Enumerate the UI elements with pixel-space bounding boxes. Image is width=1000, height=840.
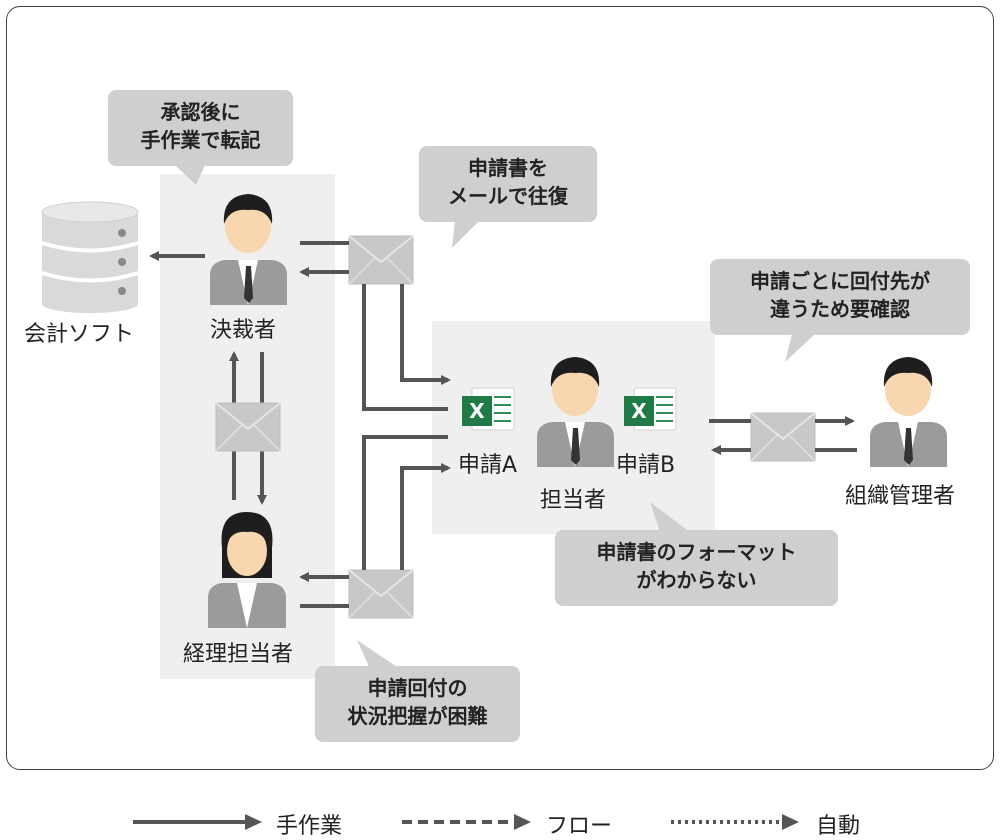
bubble-routing-check: 申請ごとに回付先が 違うため要確認: [710, 259, 970, 335]
envelope-icon: [750, 412, 816, 462]
label-request-a: 申請A: [458, 453, 518, 478]
legend-manual-label: 手作業: [276, 814, 343, 839]
excel-icon-letter: X: [469, 399, 485, 423]
database-icon: [41, 201, 139, 313]
manager-person-icon: [870, 357, 947, 467]
envelope-icon: [348, 235, 414, 285]
label-accountant: 経理担当者: [183, 642, 294, 667]
bubble-manual-transfer: 承認後に 手作業で転記: [108, 90, 293, 166]
excel-icon: X: [462, 387, 515, 431]
bubble-line: 状況把握が困難: [347, 704, 488, 728]
bubble-format-unknown: 申請書のフォーマット がわからない: [555, 530, 838, 606]
excel-icon-letter: X: [631, 399, 647, 423]
label-request-b: 申請B: [616, 453, 676, 478]
bubble-line: 違うため要確認: [770, 297, 910, 321]
applicant-person-icon: [537, 357, 614, 467]
legend-flow-label: フロー: [546, 814, 613, 839]
excel-icon: X: [624, 387, 677, 431]
label-accounting-software: 会計ソフト: [24, 322, 135, 347]
approver-person-icon: [210, 194, 287, 305]
bubble-line: がわからない: [636, 568, 757, 592]
bubble-line: 申請書を: [468, 156, 548, 180]
bubble-line: 申請ごとに回付先が: [750, 269, 930, 293]
bubble-line: 申請書のフォーマット: [596, 540, 797, 564]
label-approver: 決裁者: [210, 318, 277, 343]
bubble-line: メールで往復: [448, 184, 568, 208]
label-manager: 組織管理者: [845, 484, 956, 509]
diagram-frame: [6, 6, 994, 770]
bubble-line: 手作業で転記: [140, 128, 261, 152]
bubble-line: 申請回付の: [367, 676, 468, 700]
label-applicant: 担当者: [540, 488, 607, 513]
bubble-line: 承認後に: [160, 100, 241, 124]
envelope-icon: [348, 569, 414, 619]
accountant-person-icon: [208, 512, 286, 628]
bubble-email-roundtrip: 申請書を メールで往復: [419, 146, 597, 222]
envelope-icon: [215, 402, 281, 452]
legend-auto-label: 自動: [816, 814, 861, 839]
bubble-status-tracking: 申請回付の 状況把握が困難: [315, 666, 520, 742]
